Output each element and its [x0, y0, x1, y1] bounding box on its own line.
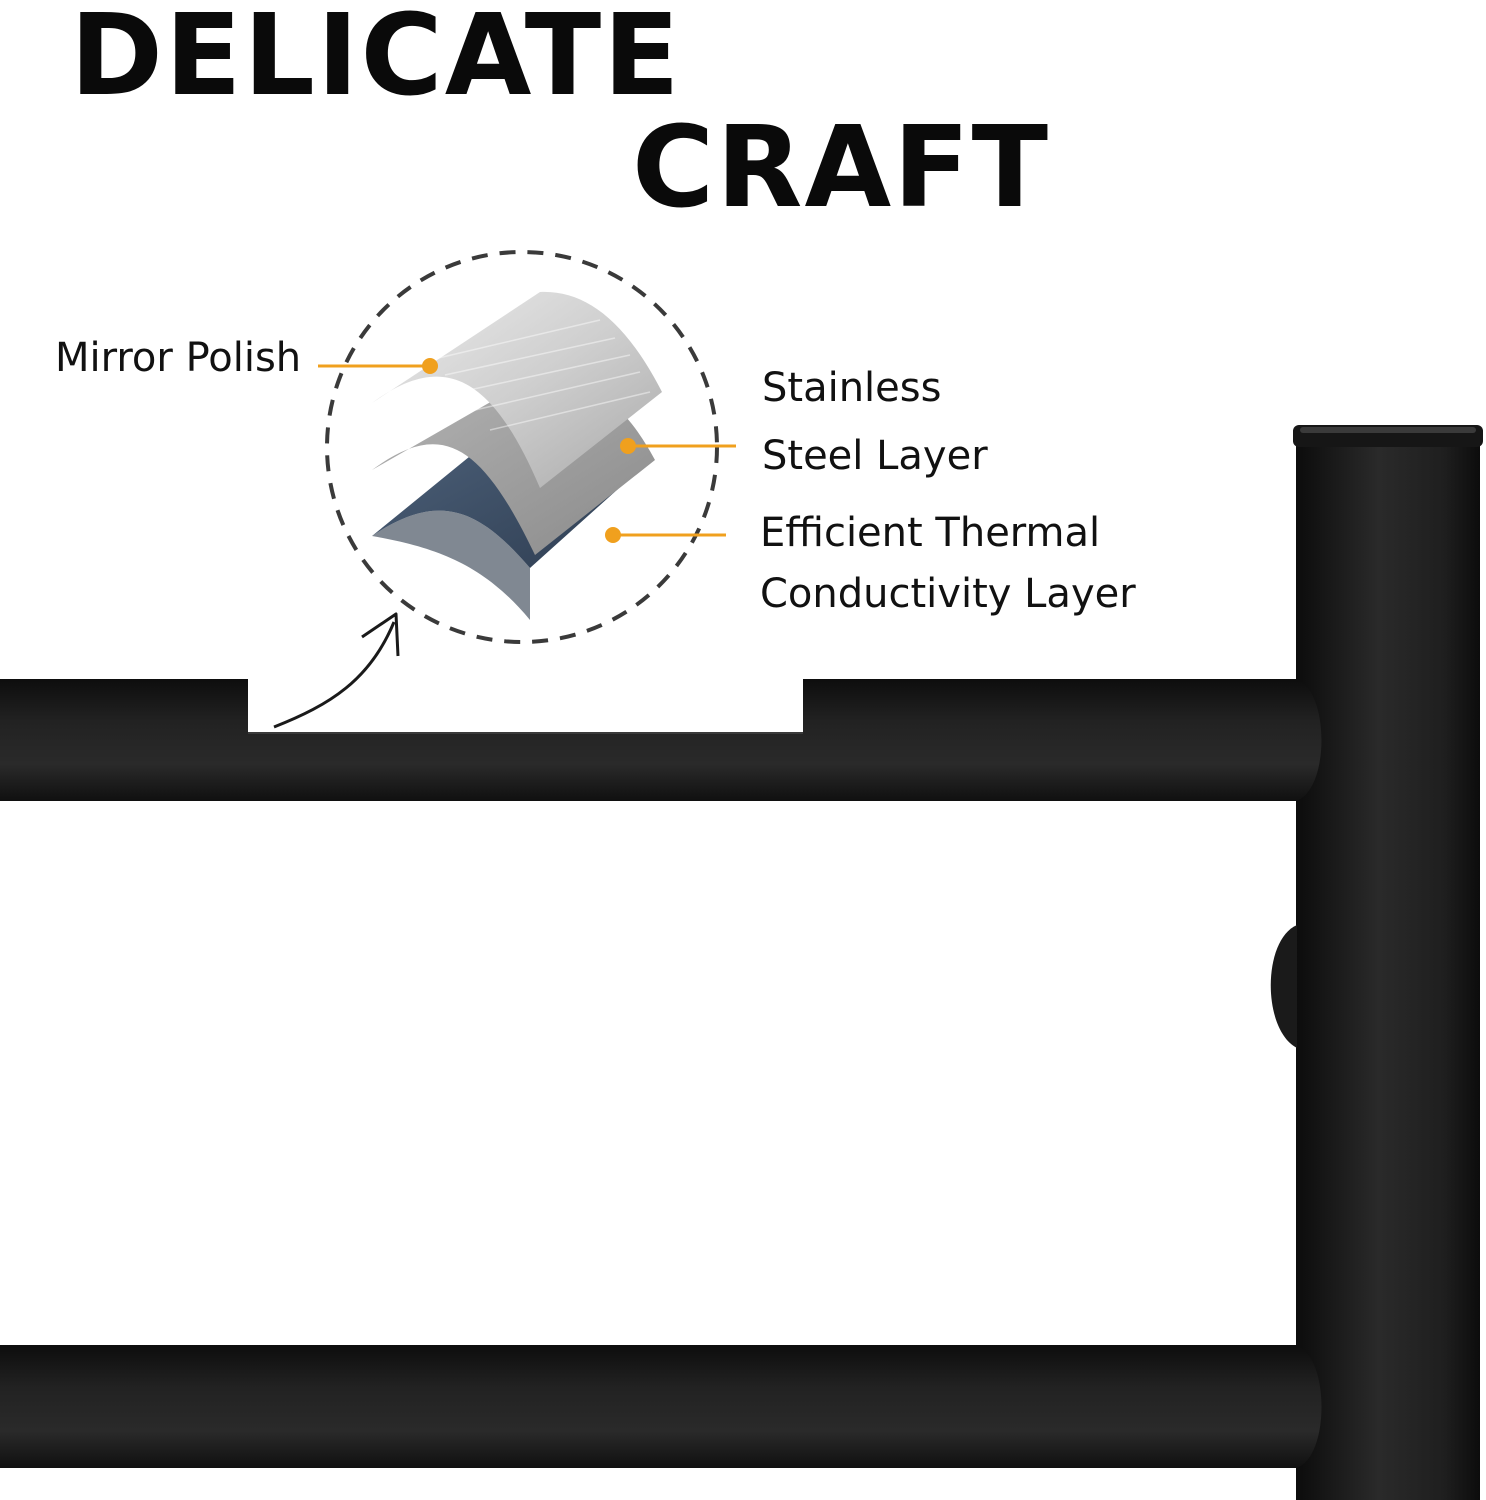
- label-steel-layer-line-2: Steel Layer: [762, 433, 988, 479]
- callout-steel-layer: [620, 438, 736, 454]
- label-steel-layer-line-1: Stainless: [762, 365, 942, 411]
- vertical-post: [1293, 425, 1483, 1500]
- heater-knob: [1270, 925, 1297, 1048]
- headline-line-2: CRAFT: [632, 103, 1051, 233]
- layer-stack: [372, 291, 662, 620]
- callout-mirror-polish: [318, 358, 438, 374]
- label-thermal-layer-line-1: Efficient Thermal: [760, 510, 1101, 556]
- top-rail: [0, 679, 1322, 801]
- label-mirror-polish: Mirror Polish: [55, 335, 302, 381]
- polish-layer: [372, 291, 662, 488]
- headline-line-1: DELICATE: [70, 0, 682, 121]
- callout-thermal-layer: [605, 527, 726, 543]
- curved-arrow-icon: [273, 612, 400, 729]
- bottom-rail: [0, 1345, 1322, 1468]
- callout-dot-icon: [605, 527, 621, 543]
- callout-dot-icon: [620, 438, 636, 454]
- label-thermal-layer-line-2: Conductivity Layer: [760, 571, 1136, 617]
- callout-dot-icon: [422, 358, 438, 374]
